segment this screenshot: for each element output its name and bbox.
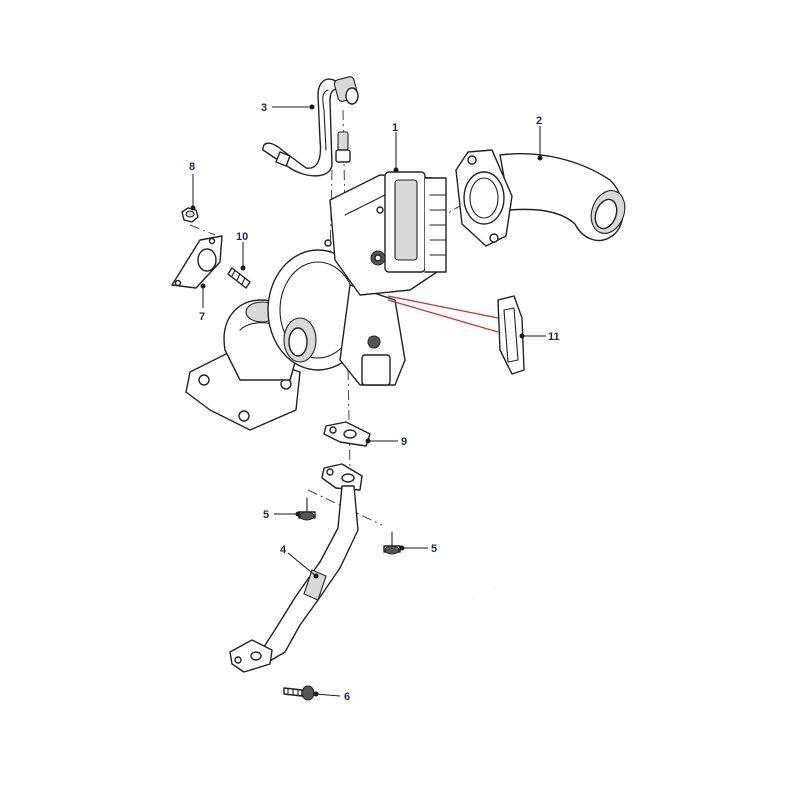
callout-5-right: 5: [431, 543, 437, 555]
callout-5-left: 5: [263, 509, 269, 521]
callout-4: 4: [280, 544, 287, 556]
leader-lines: [190, 104, 546, 697]
stud-10: [227, 267, 251, 289]
callout-7: 7: [199, 311, 205, 323]
callout-1: 1: [392, 122, 398, 134]
outlet-elbow-pipe: [455, 149, 626, 247]
gasket-11: [497, 295, 525, 375]
gasket-9: [323, 421, 371, 447]
callout-labels: 1 2 3 4 5 5 6 7 8 9 10 11: [189, 102, 560, 703]
turbocharger-assembly: [185, 171, 447, 431]
callout-11: 11: [548, 331, 560, 343]
svg-text:. . .: . . .: [463, 571, 500, 605]
callout-9: 9: [401, 436, 407, 448]
nut-8: [181, 207, 199, 223]
callout-8: 8: [189, 161, 195, 173]
bolt-5-right: [383, 531, 401, 555]
bolt-6: [283, 685, 315, 701]
gasket-7: [171, 235, 223, 289]
callout-3: 3: [261, 102, 267, 114]
callout-2: 2: [536, 115, 542, 127]
oil-feed-pipe: [262, 76, 359, 177]
oil-drain-pipe: [229, 463, 363, 673]
watermark: . . .: [463, 571, 500, 605]
bolt-5-left: [298, 497, 316, 521]
callout-10: 10: [236, 231, 248, 243]
callout-6: 6: [344, 691, 350, 703]
